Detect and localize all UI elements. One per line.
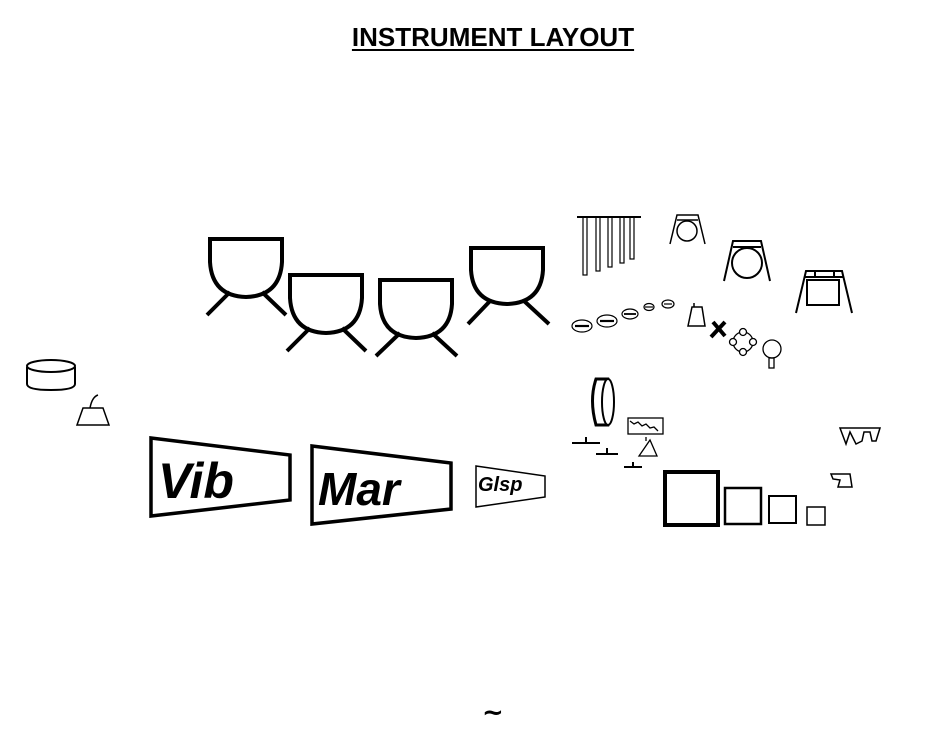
thunder-sheet-icon: [795, 270, 853, 314]
block-1: [663, 470, 720, 527]
crotales-row: [571, 299, 675, 333]
cowbell-icon: [687, 303, 706, 327]
wind-machine-icon: [838, 427, 882, 447]
vibraphone: Vib: [149, 436, 292, 518]
page-footer: ~: [482, 698, 504, 728]
timpani-2: [285, 273, 368, 353]
page-title: INSTRUMENT LAYOUT: [351, 22, 635, 52]
block-2: [723, 486, 763, 526]
timpani-4: [466, 246, 551, 326]
gong-small-icon: [669, 214, 706, 245]
block-4: [806, 506, 826, 526]
ratchet-icon: [627, 417, 664, 435]
crossed-sticks-icon: [709, 320, 727, 339]
block-3: [768, 495, 797, 524]
bass-drum-icon: [591, 377, 615, 427]
timpani-3: [374, 278, 459, 358]
gong-large-icon: [723, 240, 771, 282]
anvil-icon: [829, 473, 853, 488]
marimba-label: Mar: [318, 463, 402, 515]
bell-plate-icon: [75, 394, 111, 426]
triangle-icon: [637, 437, 658, 457]
marimba: Mar: [310, 444, 453, 526]
triangle-beater-icon: [762, 339, 782, 369]
drum-icon: [26, 359, 76, 392]
glockenspiel: Glsp: [475, 465, 546, 508]
tambourine-icon: [728, 327, 758, 357]
glockenspiel-label: Glsp: [478, 474, 522, 496]
pedal-stands: [572, 437, 642, 468]
tubular-bells: [577, 216, 641, 276]
vibraphone-label: Vib: [158, 453, 234, 509]
timpani-1: [205, 237, 288, 317]
